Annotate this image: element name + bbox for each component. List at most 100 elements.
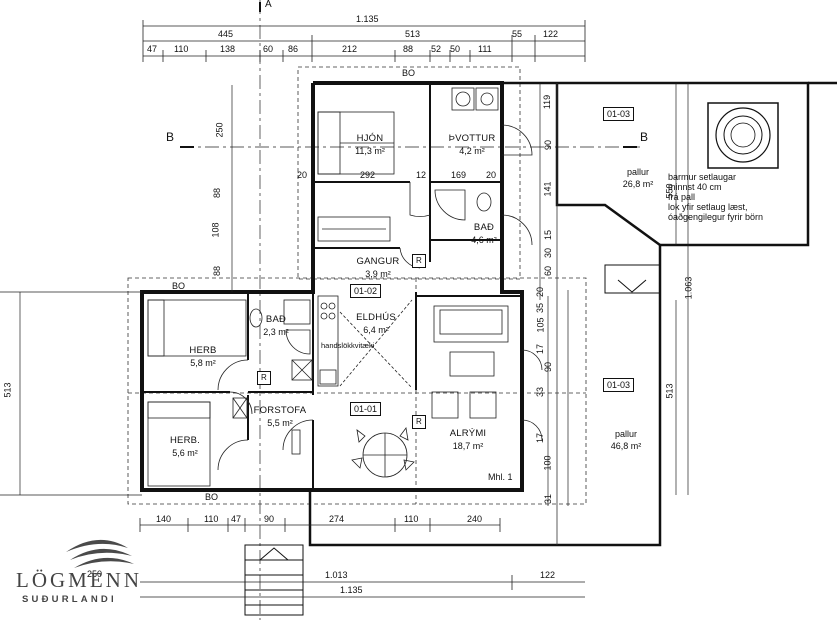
dim-top-60: 60 (263, 44, 274, 54)
room-bad-2-area: 2,3 m² (263, 327, 289, 337)
room-hjon-area: 11,3 m² (355, 146, 385, 156)
hot-tub-note-line-2: minnst 40 cm (668, 182, 722, 192)
room-forstofa-name: FORSTOFA (253, 405, 307, 416)
dim-top-47: 47 (147, 44, 158, 54)
dim-bottom-274: 274 (329, 514, 345, 524)
unit-label-01-02: 01-02 (350, 284, 382, 298)
dim-top-88: 88 (403, 44, 414, 54)
room-eldhus-area: 6,4 m² (363, 325, 389, 335)
top-dimension-lines (142, 20, 586, 62)
left-dimension-lines (0, 85, 233, 496)
room-gangur-area: 3,9 m² (365, 269, 391, 279)
logo-line-2: SUÐURLANDI (22, 594, 117, 605)
dim-right-60: 60 (543, 265, 554, 277)
dim-bottom-122: 122 (540, 570, 556, 580)
section-mark-b-right: B (640, 130, 649, 144)
dim-left-88a: 88 (212, 187, 223, 199)
dim-right-35: 35 (535, 302, 546, 314)
dim-right-100: 100 (542, 455, 553, 471)
logo-mark (66, 539, 134, 568)
room-pallur-1: pallur 26,8 m² (612, 166, 664, 190)
dim-top-111: 111 (478, 44, 492, 54)
bo-label-top: BO (402, 68, 416, 78)
dim-right-20: 20 (535, 286, 546, 298)
room-hjon: HJÓN 11,3 m² (340, 133, 400, 157)
room-herb-1-name: HERB (189, 345, 217, 356)
fire-extinguisher-note: handslökkvitæki (321, 341, 375, 350)
unit-label-01-03-bottom: 01-03 (603, 378, 635, 392)
room-gangur: GANGUR 3,9 m² (348, 256, 408, 280)
room-forstofa-area: 5,5 m² (267, 418, 293, 428)
dim-top-445: 445 (218, 29, 234, 39)
room-bad-1: BAÐ 4,6 m² (460, 222, 508, 246)
dim-top-50: 50 (450, 44, 461, 54)
room-hjon-name: HJÓN (356, 133, 384, 144)
room-bad-2: BAÐ 2,3 m² (256, 314, 296, 338)
dim-bottom-1013: 1.013 (325, 570, 348, 580)
dim-right-90b: 90 (543, 361, 554, 373)
dim-right-17a: 17 (535, 343, 546, 355)
interior-walls (142, 83, 522, 490)
dim-bottom-110a: 110 (204, 514, 219, 524)
room-pallur-1-area: 26,8 m² (622, 179, 654, 189)
unit-label-01-01: 01-01 (350, 402, 382, 416)
room-bad-2-name: BAÐ (265, 314, 287, 325)
room-thvottur-area: 4,2 m² (459, 146, 485, 156)
dim-right-30: 30 (543, 247, 554, 259)
dim-bottom-90: 90 (264, 514, 275, 524)
dim-overall-top: 1.135 (356, 14, 379, 24)
dim-bottom-240: 240 (467, 514, 483, 524)
dim-top-52: 52 (431, 44, 442, 54)
r-marker-bad: R (257, 371, 271, 385)
dim-right-141: 141 (542, 181, 553, 197)
deck-stairs (604, 264, 661, 294)
door-swings (217, 124, 543, 471)
dim-top-138: 138 (220, 44, 236, 54)
dim-inner-292: 292 (360, 170, 376, 180)
room-pallur-2: pallur 46,8 m² (600, 428, 652, 452)
dim-bottom-250: 250 (87, 569, 103, 579)
entrance-stairs (244, 544, 304, 616)
dim-right-15: 15 (543, 229, 554, 241)
dim-top-122: 122 (543, 29, 559, 39)
dim-inner-20b: 20 (486, 170, 497, 180)
bo-label-bottom: BO (205, 492, 219, 502)
logo-line-1: LÖGMENN (16, 568, 142, 592)
hot-tub-note: barmur setlaugar minnst 40 cm frá pall l… (668, 172, 763, 222)
dim-right-105: 105 (535, 317, 546, 333)
room-gangur-name: GANGUR (356, 256, 400, 267)
hot-tub-note-line-5: óaðgengilegur fyrir börn (668, 212, 764, 222)
room-thvottur: ÞVOTTUR 4,2 m² (440, 133, 504, 157)
dim-inner-12: 12 (416, 170, 427, 180)
dim-right-33: 33 (535, 386, 546, 398)
room-forstofa: FORSTOFA 5,5 m² (248, 405, 312, 429)
dim-right-119: 119 (542, 94, 553, 110)
dim-top-110: 110 (174, 44, 189, 54)
room-herb-2-area: 5,6 m² (172, 448, 198, 458)
dim-left-108: 108 (210, 222, 221, 238)
section-mark-b-left: B (166, 130, 175, 144)
hot-tub-note-line-4: lok yfir setlaug læst, (668, 202, 748, 212)
bottom-dimension-lines (139, 518, 585, 598)
dim-top-212: 212 (342, 44, 358, 54)
room-pallur-2-name: pallur (614, 429, 637, 439)
dim-top-513: 513 (405, 29, 421, 39)
dim-left-250: 250 (214, 122, 225, 138)
deck-inner (556, 83, 660, 545)
bo-label-left: BO (172, 281, 186, 291)
r-marker-gangur: R (412, 254, 426, 268)
dim-right-90a: 90 (543, 139, 554, 151)
hot-tub-note-line-3: frá pall (668, 192, 696, 202)
furniture (147, 87, 509, 487)
room-herb-2-name: HERB. (169, 435, 201, 446)
dim-right-1063: 1.063 (683, 276, 694, 300)
dim-top-55: 55 (512, 29, 523, 39)
logo: LÖGMENN SUÐURLANDI (10, 528, 190, 608)
room-herb-2: HERB. 5,6 m² (160, 435, 210, 459)
room-herb-1: HERB 5,8 m² (178, 345, 228, 369)
room-pallur-2-area: 46,8 m² (610, 441, 642, 451)
hot-tub (707, 102, 779, 169)
dim-right-513: 513 (664, 383, 675, 399)
room-herb-1-area: 5,8 m² (190, 358, 216, 368)
